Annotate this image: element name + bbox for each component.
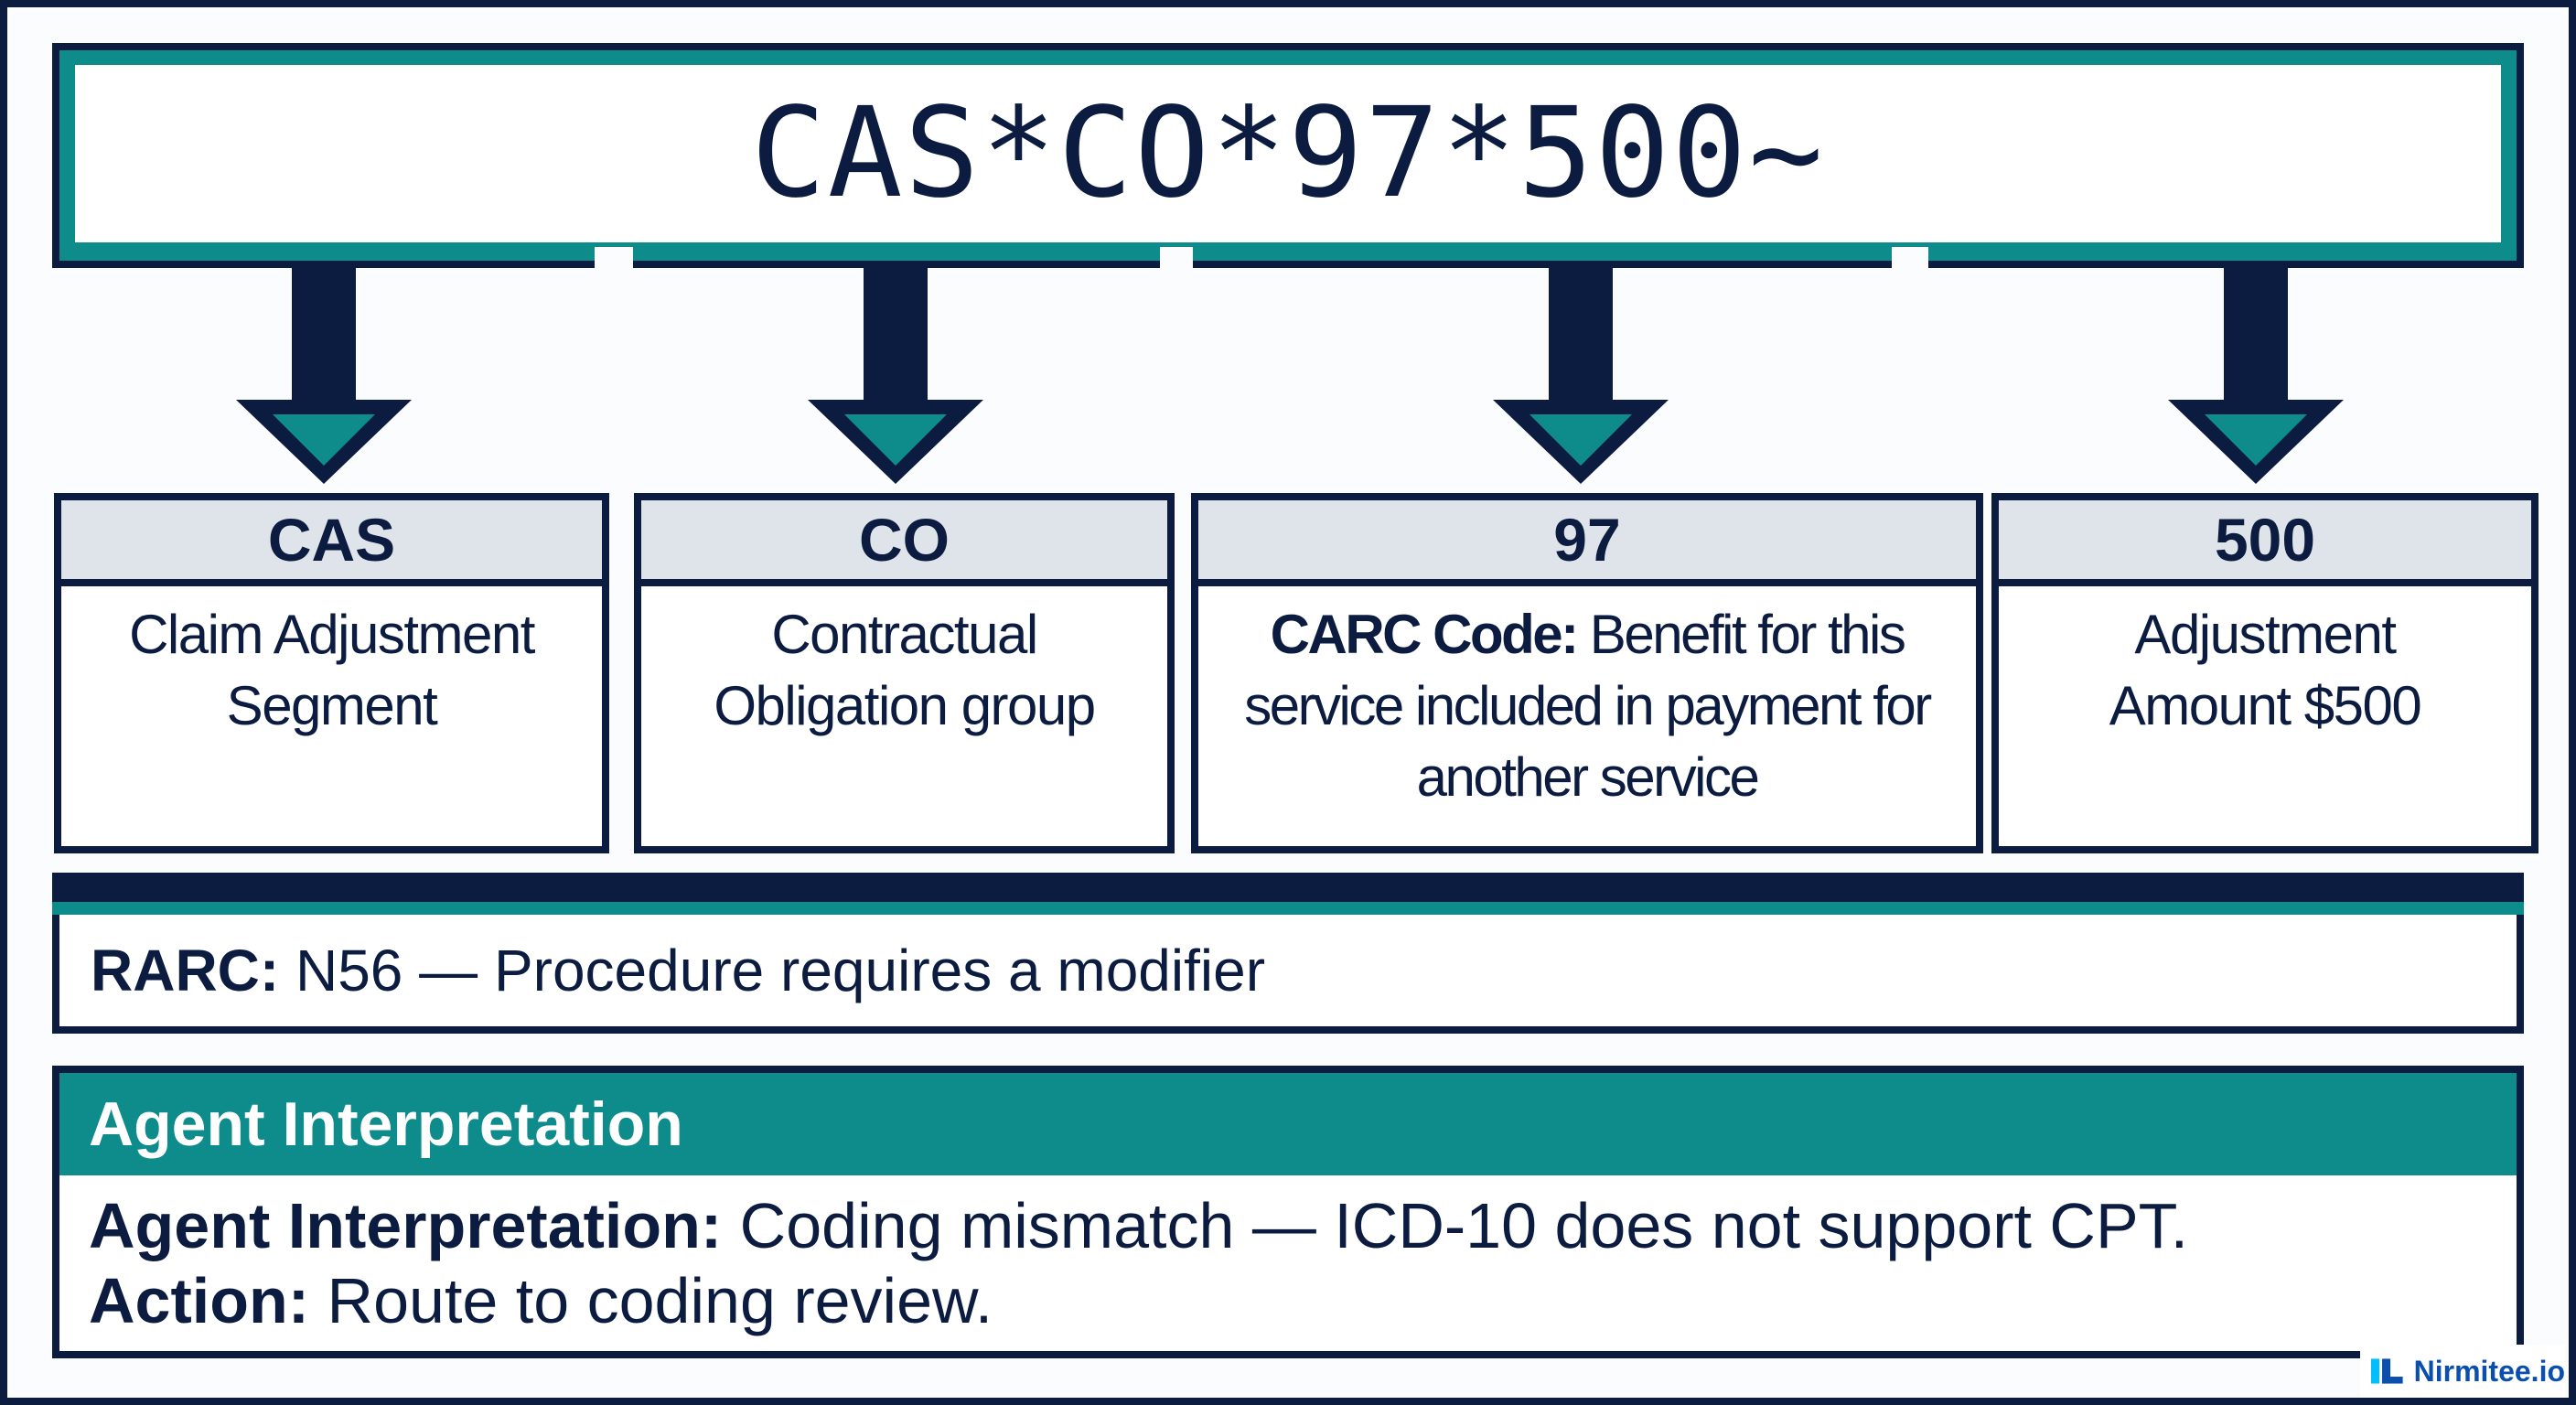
arrow-down-icon (236, 400, 412, 484)
arrow-shaft (864, 265, 928, 404)
element-card-cas: CAS Claim Adjustment Segment (54, 493, 609, 853)
rarc-label: RARC: (91, 938, 280, 1003)
carc-label: CARC Code: (1270, 604, 1579, 665)
element-card-500: 500 Adjustment Amount $500 (1991, 493, 2538, 853)
arrow-shaft (292, 265, 356, 404)
connector-gap (1892, 247, 1928, 269)
element-card-97: 97 CARC Code: Benefit for this service i… (1191, 493, 1983, 853)
rarc-box: RARC: N56 — Procedure requires a modifie… (52, 915, 2524, 1034)
action-text: Route to coding review. (309, 1265, 993, 1336)
card-header: 500 (1999, 500, 2531, 586)
description-text: Benefit for this service included in pay… (1244, 604, 1932, 808)
brand-logo: Nirmitee.io (2360, 1345, 2565, 1398)
rarc-text: N56 — Procedure requires a modifier (279, 938, 1265, 1003)
arrow-shaft (1549, 265, 1613, 404)
element-card-co: CO Contractual Obligation group (634, 493, 1175, 853)
interpretation-text: Coding mismatch — ICD-10 does not suppor… (722, 1190, 2189, 1261)
interpretation-label: Agent Interpretation: (89, 1190, 723, 1261)
card-header: CAS (61, 500, 602, 586)
card-header: CO (641, 500, 1167, 586)
segment-box: CAS*CO*97*500~ (52, 43, 2524, 268)
rarc-bar (52, 873, 2524, 902)
card-description: Adjustment Amount $500 (1999, 586, 2531, 755)
card-header: 97 (1198, 500, 1976, 586)
rarc-accent-line (52, 902, 2524, 915)
arrow-shaft (2224, 265, 2288, 404)
segment-code: CAS*CO*97*500~ (750, 81, 1826, 226)
card-description: Claim Adjustment Segment (61, 586, 602, 755)
agent-body: Agent Interpretation: Coding mismatch — … (59, 1175, 2517, 1351)
description-text: Adjustment Amount $500 (2109, 604, 2422, 736)
arrow-down-icon (1493, 400, 1669, 484)
connector-gap (595, 247, 633, 269)
agent-interpretation-box: Agent Interpretation Agent Interpretatio… (52, 1066, 2524, 1358)
nirmitee-logo-icon (2371, 1358, 2403, 1384)
description-text: Contractual Obligation group (714, 604, 1096, 736)
arrow-down-icon (2168, 400, 2344, 484)
card-description: CARC Code: Benefit for this service incl… (1198, 586, 1976, 826)
agent-title: Agent Interpretation (59, 1073, 2517, 1175)
arrow-down-icon (808, 400, 983, 484)
card-description: Contractual Obligation group (641, 586, 1167, 755)
connector-gap (1160, 247, 1193, 269)
description-text: Claim Adjustment Segment (129, 604, 535, 736)
action-label: Action: (89, 1265, 310, 1336)
brand-name: Nirmitee.io (2413, 1354, 2565, 1388)
